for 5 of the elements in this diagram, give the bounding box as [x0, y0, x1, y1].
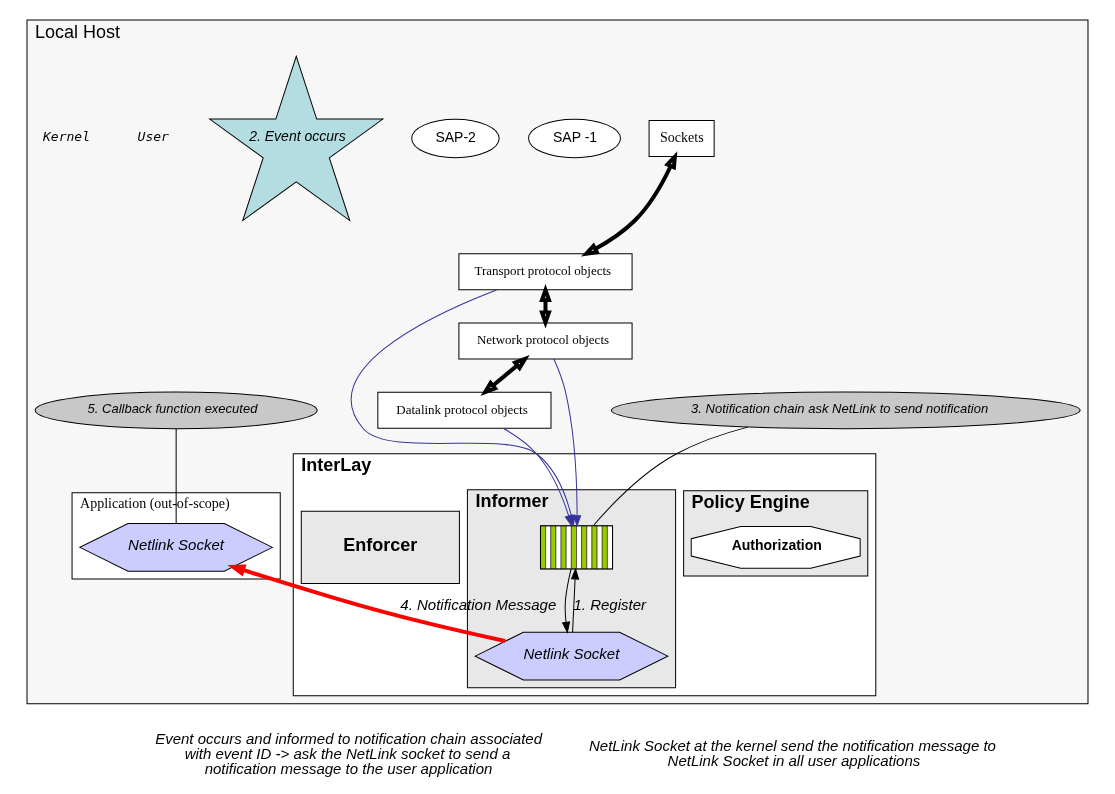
label: User: [137, 128, 169, 144]
legend-label: Event occurs and informed to notification chain associated with event ID -> ask the NetLink socket to send a notification message to the user application: [155, 729, 543, 777]
edge-label: 1. Register: [573, 596, 647, 614]
legend-label: NetLink Socket at the kernel send the notification message to NetLink Socket in all user applications: [589, 737, 996, 770]
label: Kernel: [43, 128, 90, 144]
